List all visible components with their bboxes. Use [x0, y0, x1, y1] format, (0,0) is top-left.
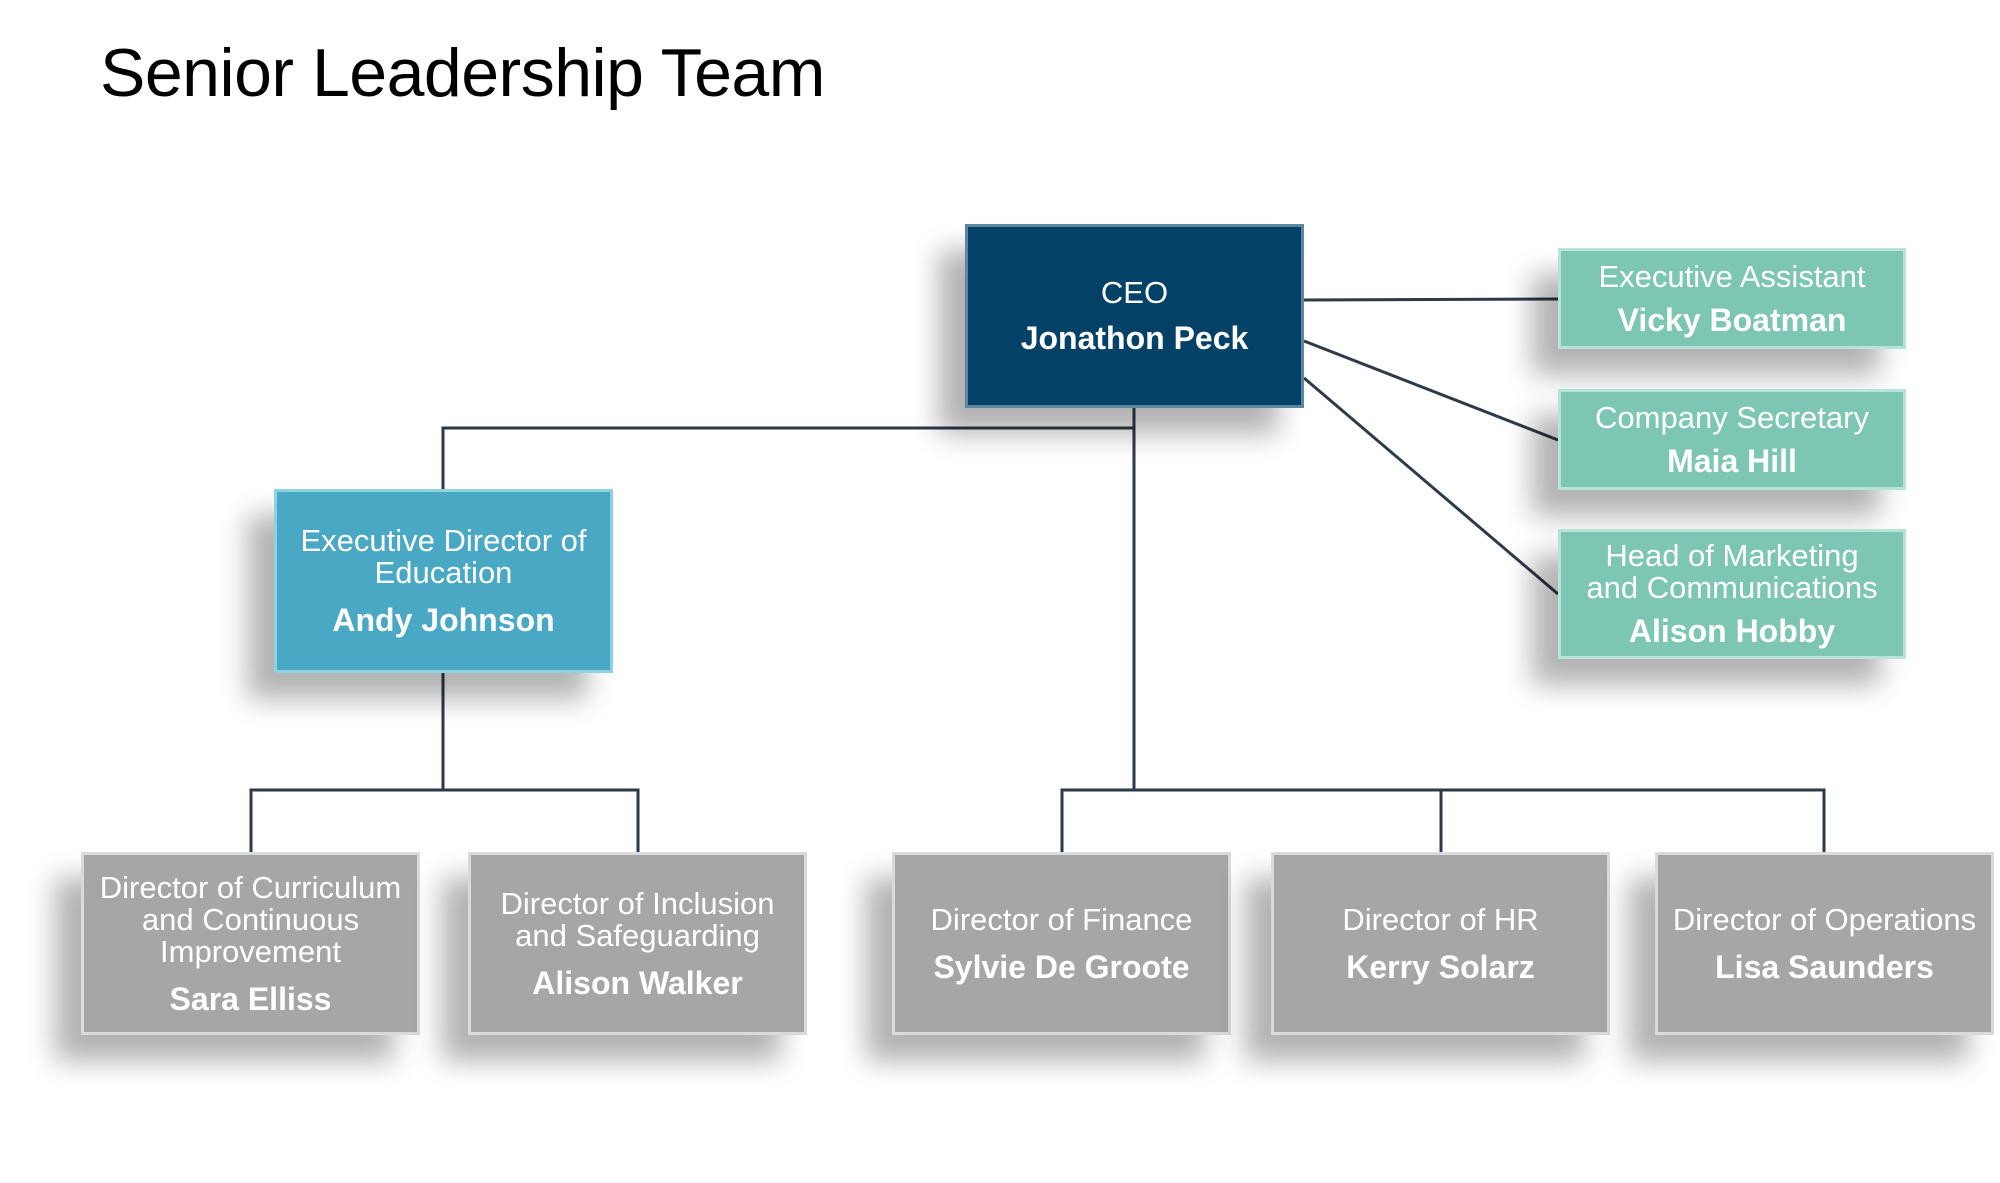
node-role: Executive Director of Education	[300, 523, 587, 590]
node-name: Jonathon Peck	[1020, 320, 1249, 356]
node-role: Director of HR	[1342, 901, 1539, 937]
connector-ceo-executive-assistant	[1303, 297, 1559, 302]
node-role: CEO	[1100, 275, 1169, 310]
node-name: Alison Walker	[532, 964, 743, 1001]
node-role: Director of Finance	[930, 901, 1193, 937]
node-director-inclusion: Director of Inclusion and Safeguarding A…	[468, 852, 807, 1035]
node-director-operations: Director of Operations Lisa Saunders	[1655, 852, 1994, 1035]
node-name: Sara Elliss	[169, 980, 332, 1017]
node-role: Head of Marketing and Communications	[1586, 538, 1878, 605]
node-director-finance: Director of Finance Sylvie De Groote	[892, 852, 1231, 1035]
connector-ceo-head-of-marketing	[1303, 376, 1559, 596]
node-company-secretary: Company Secretary Maia Hill	[1558, 389, 1906, 490]
node-name: Kerry Solarz	[1346, 948, 1535, 985]
connector-exec-directors-bus	[249, 788, 640, 852]
node-executive-assistant: Executive Assistant Vicky Boatman	[1558, 248, 1906, 349]
node-role: Director of Operations	[1672, 901, 1977, 937]
page-title: Senior Leadership Team	[100, 35, 825, 111]
connector-ceo-company-secretary	[1303, 339, 1559, 442]
node-role: Director of Inclusion and Safeguarding	[500, 885, 775, 953]
connector-ceo-directors-bus	[1060, 788, 1826, 852]
node-role: Director of Curriculum and Continuous Im…	[99, 869, 402, 969]
node-role: Company Secretary	[1595, 399, 1869, 435]
node-name: Vicky Boatman	[1617, 301, 1847, 338]
node-role: Executive Assistant	[1598, 258, 1866, 294]
connector-ceo-executive-director	[441, 408, 1136, 491]
node-name: Maia Hill	[1667, 442, 1797, 479]
node-name: Andy Johnson	[332, 602, 555, 638]
node-executive-director: Executive Director of Education Andy Joh…	[274, 489, 613, 673]
node-name: Lisa Saunders	[1715, 948, 1934, 985]
node-head-of-marketing: Head of Marketing and Communications Ali…	[1558, 529, 1906, 659]
node-name: Alison Hobby	[1628, 613, 1836, 649]
node-director-curriculum: Director of Curriculum and Continuous Im…	[81, 852, 420, 1035]
node-director-hr: Director of HR Kerry Solarz	[1271, 852, 1610, 1035]
node-ceo: CEO Jonathon Peck	[965, 224, 1304, 408]
node-name: Sylvie De Groote	[933, 948, 1190, 985]
